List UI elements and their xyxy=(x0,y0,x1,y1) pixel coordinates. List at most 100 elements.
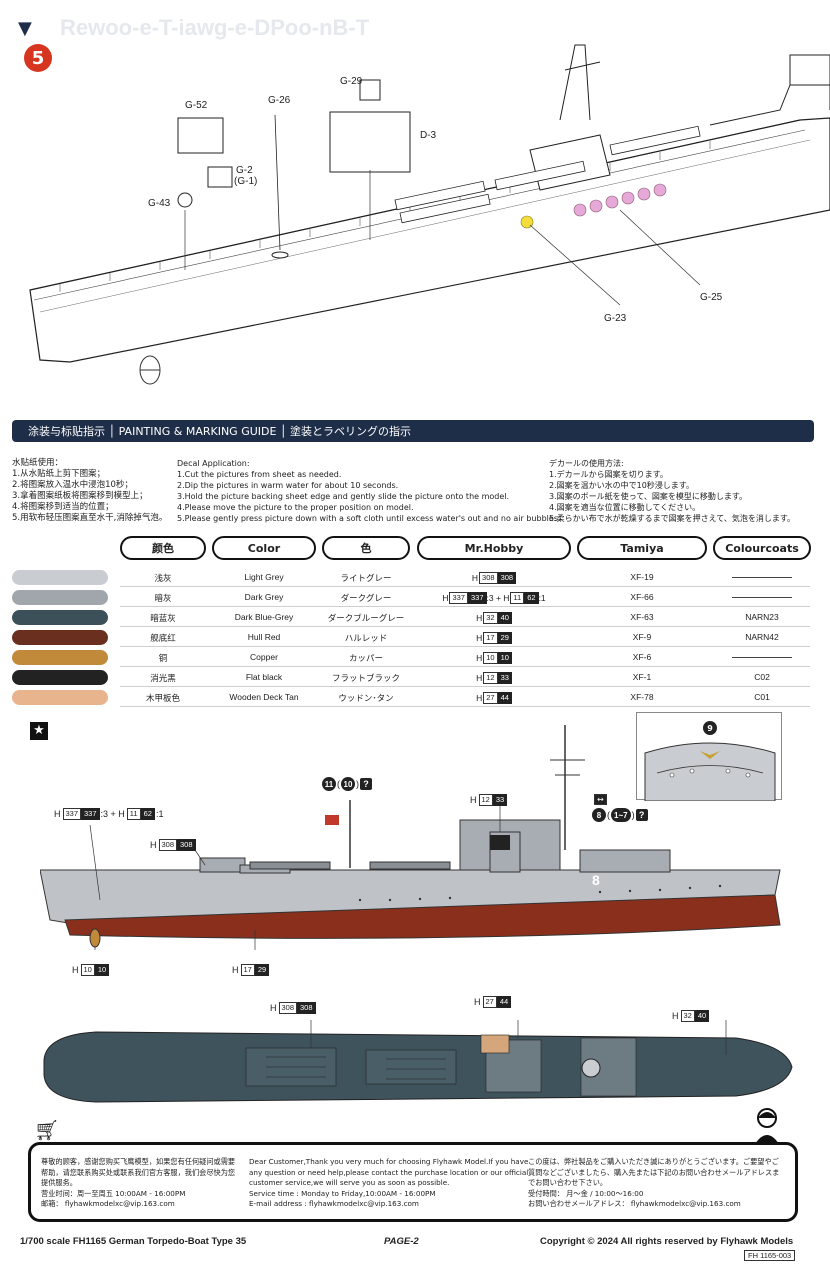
part-g26-label: G-26 xyxy=(268,95,291,106)
ship-side-profile xyxy=(40,725,781,950)
part-g43-label: G-43 xyxy=(148,198,171,209)
instruction-line: 2.Dip the pictures in warm water for abo… xyxy=(177,481,399,490)
part-g1-label: (G-1) xyxy=(234,176,258,187)
colourcoats-code: C01 xyxy=(754,692,770,702)
star-icon: ★ xyxy=(30,722,48,740)
instructions-en: Decal Application: 1.Cut the pictures fr… xyxy=(177,458,561,524)
tamiya-code: XF-66 xyxy=(630,592,654,602)
instruction-line: 3.拿着图案纸板将图案移到模型上； xyxy=(12,491,148,501)
service-text-ja: この度は、弊社製品をご購入いただき誠にありがとうございます。ご要望やご質問などご… xyxy=(528,1157,780,1208)
color-name-ja: ライトグレー xyxy=(340,573,392,583)
painting-guide-banner: 涂装与标贴指示 │ PAINTING & MARKING GUIDE │ 塗装と… xyxy=(12,420,814,442)
colourcoats-code: NARN42 xyxy=(745,632,779,642)
instruction-line: 2.将图案放入温水中浸泡10秒； xyxy=(12,480,133,490)
color-swatch-dark-blue-grey xyxy=(12,610,108,625)
table-header-mrhobby: Mr.Hobby xyxy=(417,536,571,560)
color-name-en: Dark Blue-Grey xyxy=(234,612,294,622)
color-name-zh: 浅灰 xyxy=(154,573,172,583)
tamiya-code: XF-78 xyxy=(630,692,654,702)
color-name-zh: 暗灰 xyxy=(154,593,172,603)
instructions-zh-title: 水贴纸使用： xyxy=(12,458,64,468)
instructions-en-title: Decal Application: xyxy=(177,459,250,468)
tamiya-code: XF-9 xyxy=(632,632,652,642)
color-name-en: Copper xyxy=(250,652,278,662)
svg-text:Rewoo-e-T-iawg-e-DPoo-nB-T: Rewoo-e-T-iawg-e-DPoo-nB-T xyxy=(60,15,370,40)
service-text-zh: 尊敬的顾客，感谢您购买飞鹰模型，如果您有任何疑问或需要帮助，请您联系购买处或联系… xyxy=(41,1157,236,1208)
instruction-line: 2.図案を温かい水の中で10秒浸します。 xyxy=(549,481,695,490)
color-swatch-light-grey xyxy=(12,570,108,585)
assembly-step: ▼ 5 xyxy=(0,0,830,415)
instruction-line: 4.図案を適当な位置に移動してください。 xyxy=(549,503,701,512)
instruction-line: 3.図案のボール紙を使って、図案を模型に移動します。 xyxy=(549,492,748,501)
instruction-line: 3.Hold the picture backing sheet edge an… xyxy=(177,492,510,501)
color-name-zh: 消光黑 xyxy=(150,673,176,683)
table-header-colourcoats: Colourcoats xyxy=(713,536,811,560)
part-d3-label: D-3 xyxy=(420,130,437,141)
table-header-tamiya: Tamiya xyxy=(577,536,707,560)
color-name-ja: フラットブラック xyxy=(331,673,400,683)
part-g52-label: G-52 xyxy=(185,100,208,111)
color-swatch-copper xyxy=(12,650,108,665)
colourcoats-code: C02 xyxy=(754,672,770,682)
footer-title: 1/700 scale FH1165 German Torpedo-Boat T… xyxy=(20,1236,247,1247)
part-g29-label: G-29 xyxy=(340,76,363,87)
color-name-en: Light Grey xyxy=(244,572,284,582)
color-name-zh: 暗蓝灰 xyxy=(150,613,176,623)
step-number-badge: 5 xyxy=(24,44,52,72)
decal-inset-panel: 9 xyxy=(636,712,782,802)
color-name-zh: 铜 xyxy=(158,653,168,663)
part-g25-label: G-25 xyxy=(700,292,723,303)
table-header-ja: 色 xyxy=(322,536,410,560)
color-name-en: Dark Grey xyxy=(244,592,284,602)
decal-number-badge: 9 xyxy=(703,721,717,735)
instructions-zh: 水贴纸使用： 1.从水贴纸上剪下图案； 2.将图案放入温水中浸泡10秒； 3.拿… xyxy=(12,458,172,524)
instruction-line: 5.用软布轻压图案直至水干,消除掉气泡。 xyxy=(12,513,168,523)
instructions-ja: デカールの使用方法: 1.デカールから図案を切ります。 2.図案を温かい水の中で… xyxy=(549,458,819,524)
decal-position-icon: ↔ xyxy=(594,794,607,805)
color-name-ja: ハルレッド xyxy=(344,633,388,643)
color-swatch-dark-grey xyxy=(12,590,108,605)
table-header-zh: 颜色 xyxy=(120,536,206,560)
instructions-ja-title: デカールの使用方法: xyxy=(549,459,624,468)
ship-assembly-drawing: Rewoo-e-T-iawg-e-DPoo-nB-T xyxy=(29,15,830,385)
customer-service-box: 尊敬的顾客，感谢您购买飞鹰模型，如果您有任何疑问或需要帮助，请您联系购买处或联系… xyxy=(28,1142,798,1222)
instruction-line: 5.Please gently press picture down with … xyxy=(177,514,561,523)
color-name-ja: ダークブルーグレー xyxy=(327,613,405,623)
colourcoats-dash xyxy=(713,572,811,582)
tamiya-code: XF-6 xyxy=(632,652,652,662)
page-number: PAGE-2 xyxy=(384,1236,419,1247)
instruction-line: 1.デカールから図案を切ります。 xyxy=(549,470,668,479)
ship-top-view xyxy=(43,1020,793,1103)
instruction-line: 5.柔らかい布で水が乾燥するまで図案を押さえて、気泡を消します。 xyxy=(549,514,796,523)
decal-callout-flag: 11(10)? xyxy=(322,777,372,791)
hull-number: 8 xyxy=(592,872,600,888)
product-code: FH 1165-003 xyxy=(744,1250,796,1261)
copyright: Copyright © 2024 All rights reserved by … xyxy=(540,1236,794,1247)
color-name-en: Flat black xyxy=(245,672,283,682)
instruction-line: 1.Cut the pictures from sheet as needed. xyxy=(177,470,342,479)
color-name-ja: ウッドン･タン xyxy=(338,693,394,703)
part-g2-label: G-2 xyxy=(236,165,253,176)
colourcoats-code: NARN23 xyxy=(745,612,779,622)
shopping-cart-icon: 🛒︎ xyxy=(34,1118,60,1142)
instruction-line: 4.将图案移到适当的位置； xyxy=(12,502,114,512)
part-g23-label: G-23 xyxy=(604,313,627,324)
color-name-ja: カッパー xyxy=(348,653,383,663)
table-header-color: Color xyxy=(212,536,316,560)
colourcoats-dash xyxy=(713,652,811,662)
